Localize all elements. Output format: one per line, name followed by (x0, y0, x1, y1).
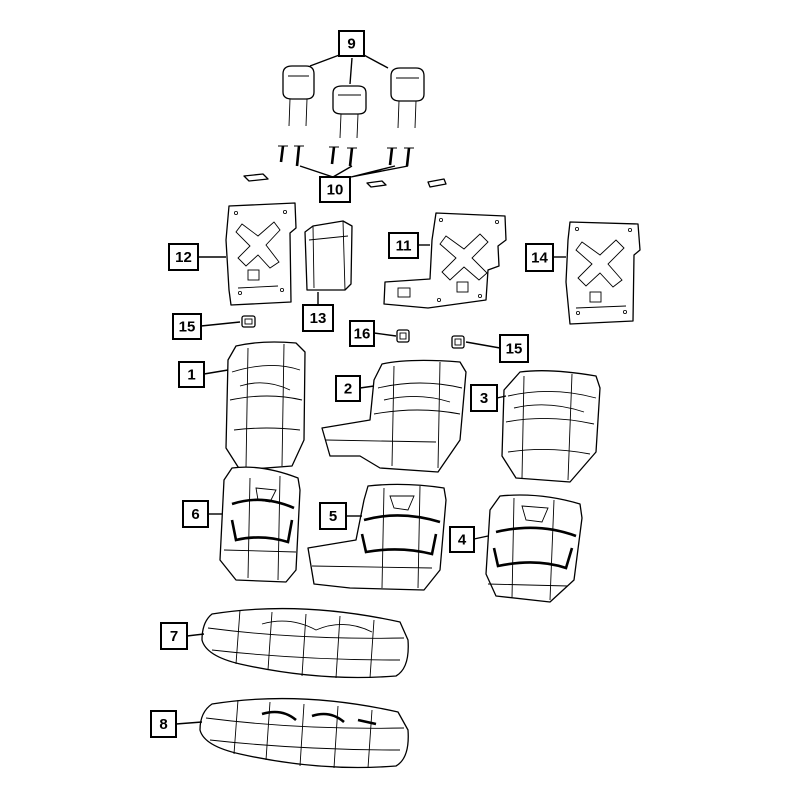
callout-2[interactable]: 2 (335, 375, 361, 402)
callout-1[interactable]: 1 (178, 361, 205, 388)
callout-1-label: 1 (187, 367, 195, 384)
latch-left[interactable] (241, 315, 256, 328)
callout-10-label: 10 (327, 182, 344, 199)
seat-back-frame-right[interactable] (485, 494, 583, 603)
seat-back-cover-right[interactable] (501, 370, 601, 483)
callout-7[interactable]: 7 (160, 622, 188, 650)
callout-15-right[interactable]: 15 (499, 334, 529, 363)
latch-right[interactable] (451, 335, 465, 349)
latch-center[interactable] (396, 329, 410, 343)
callout-15-left[interactable]: 15 (172, 313, 202, 340)
callout-13[interactable]: 13 (302, 304, 334, 332)
callout-8[interactable]: 8 (150, 710, 177, 738)
callout-12[interactable]: 12 (168, 243, 199, 271)
callout-5[interactable]: 5 (319, 502, 347, 530)
headrest-center[interactable] (332, 85, 367, 139)
seat-cushion-cover[interactable] (201, 607, 409, 679)
callout-5-label: 5 (329, 508, 337, 525)
callout-6-label: 6 (191, 506, 199, 523)
callout-8-label: 8 (159, 716, 167, 733)
callout-14[interactable]: 14 (525, 243, 554, 272)
callout-16[interactable]: 16 (349, 320, 375, 347)
callout-13-label: 13 (310, 310, 327, 327)
headrest-left[interactable] (282, 65, 315, 127)
seat-back-frame-left[interactable] (219, 466, 301, 583)
seat-back-cover-left[interactable] (225, 341, 306, 471)
callout-6[interactable]: 6 (182, 500, 209, 528)
callout-3-label: 3 (480, 390, 488, 407)
seat-cushion-frame[interactable] (199, 697, 409, 769)
callout-11-label: 11 (396, 238, 412, 255)
callout-4[interactable]: 4 (449, 526, 475, 553)
callout-15-left-label: 15 (179, 319, 196, 336)
seat-back-panel-center[interactable] (383, 212, 507, 309)
callout-16-label: 16 (354, 326, 371, 343)
callout-9[interactable]: 9 (338, 30, 365, 57)
headrest-right[interactable] (390, 67, 425, 129)
callout-14-label: 14 (531, 250, 548, 267)
callout-11[interactable]: 11 (388, 232, 419, 259)
seat-back-panel-left[interactable] (225, 202, 297, 306)
leader-lines (175, 53, 566, 725)
center-armrest-panel[interactable] (304, 220, 353, 291)
callout-12-label: 12 (175, 249, 192, 266)
callout-10[interactable]: 10 (319, 176, 351, 203)
callout-7-label: 7 (170, 628, 178, 645)
callout-4-label: 4 (458, 532, 467, 549)
seat-back-frame-center[interactable] (307, 483, 447, 591)
callout-3[interactable]: 3 (470, 384, 498, 412)
callout-9-label: 9 (347, 36, 355, 53)
seat-back-cover-center[interactable] (321, 359, 467, 473)
headrest-guides[interactable] (243, 145, 447, 188)
callout-15-right-label: 15 (506, 341, 523, 358)
callout-2-label: 2 (344, 381, 352, 398)
seat-back-panel-right[interactable] (565, 221, 641, 325)
